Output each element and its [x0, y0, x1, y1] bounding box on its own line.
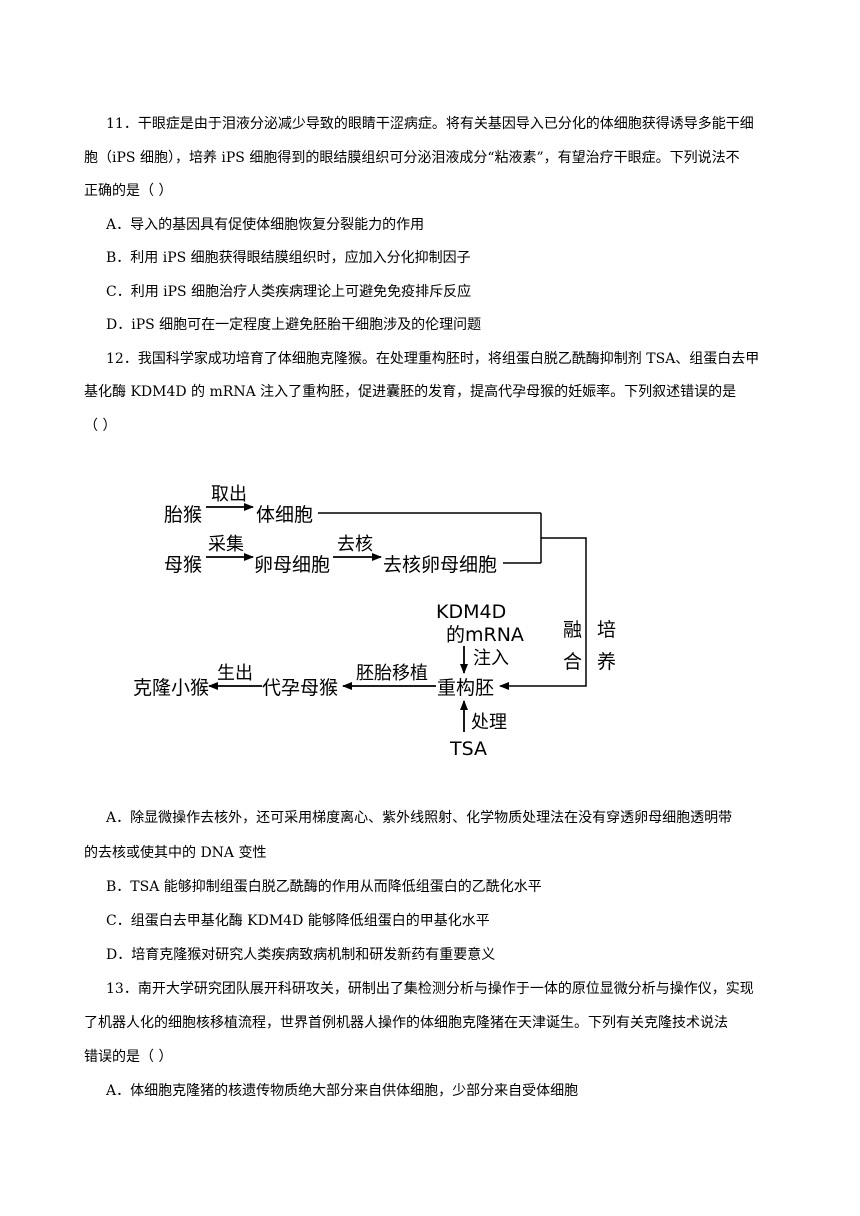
q13-stem-line-3: 错误的是（ ） — [84, 1049, 173, 1065]
label-oocyte: 卵母细胞 — [254, 554, 330, 576]
label-inject: 注入 — [473, 648, 509, 669]
label-tsa: TSA — [449, 738, 487, 760]
label-reconstructed-embryo: 重构胚 — [437, 677, 494, 699]
label-clone-monkey: 克隆小猴 — [133, 677, 209, 699]
q11-option-d: D．iPS 细胞可在一定程度上避免胚胎干细胞涉及的伦理问题 — [106, 317, 482, 333]
q13-stem-line-2: 了机器人化的细胞核移植流程，世界首例机器人操作的体细胞克隆猪在天津诞生。下列有关… — [84, 1015, 728, 1031]
label-kdm4d: KDM4D — [436, 601, 506, 623]
q12-option-d: D．培育克隆猴对研究人类疾病致病机制和研发新药有重要意义 — [106, 947, 496, 963]
q11-stem-line-3: 正确的是（ ） — [84, 183, 173, 199]
label-fuse-2: 合 — [563, 651, 582, 673]
cloning-flow-diagram: 胎猴 取出 体细胞 母猴 采集 卵母细胞 去核 去核卵母细胞 融 合 培 养 K… — [133, 484, 616, 760]
q13-option-a: A．体细胞克隆猪的核遗传物质绝大部分来自供体细胞，少部分来自受体细胞 — [106, 1083, 579, 1099]
label-fuse-1: 融 — [563, 619, 582, 641]
q12-stem-line-3: （ ） — [84, 418, 117, 434]
label-somatic-cell: 体细胞 — [256, 504, 313, 526]
label-embryo-transfer: 胚胎移植 — [356, 663, 428, 684]
label-fetal-monkey: 胎猴 — [164, 504, 202, 526]
label-take-out: 取出 — [211, 484, 247, 505]
label-surrogate: 代孕母猴 — [262, 677, 338, 699]
label-enucleated-oocyte: 去核卵母细胞 — [383, 554, 497, 576]
q12-option-a-line-1: A．除显微操作去核外，还可采用梯度离心、紫外线照射、化学物质处理法在没有穿透卵母… — [106, 810, 733, 826]
label-mrna: 的mRNA — [446, 624, 524, 646]
q12-option-a-line-2: 的去核或使其中的 DNA 变性 — [84, 845, 267, 861]
label-culture-2: 养 — [597, 651, 616, 673]
q12-option-c: C．组蛋白去甲基化酶 KDM4D 能够降低组蛋白的甲基化水平 — [106, 913, 490, 929]
label-enucleate: 去核 — [337, 534, 373, 555]
q12-option-b: B．TSA 能够抑制组蛋白脱乙酰酶的作用从而降低组蛋白的乙酰化水平 — [106, 879, 542, 895]
label-birth: 生出 — [217, 663, 253, 684]
q11-option-c: C．利用 iPS 细胞治疗人类疾病理论上可避免免疫排斥反应 — [106, 284, 472, 300]
arrow-to-reconstructed-embryo — [499, 537, 587, 690]
q12-stem-line-2: 基化酶 KDM4D 的 mRNA 注入了重构胚，促进囊胚的发育，提高代孕母猴的妊… — [84, 384, 737, 400]
q11-stem-line-1: 11．干眼症是由于泪液分泌减少导致的眼睛干涩病症。将有关基因导入已分化的体细胞获… — [106, 116, 754, 132]
q11-option-b: B．利用 iPS 细胞获得眼结膜组织时，应加入分化抑制因子 — [106, 250, 471, 266]
q13-stem-line-1: 13．南开大学研究团队展开科研攻关，研制出了集检测分析与操作于一体的原位显微分析… — [106, 981, 754, 997]
q11-stem-line-2: 胞（iPS 细胞），培养 iPS 细胞得到的眼结膜组织可分泌泪液成分“粘液素”，… — [84, 150, 740, 166]
q12-stem-line-1: 12．我国科学家成功培育了体细胞克隆猴。在处理重构胚时，将组蛋白脱乙酰酶抑制剂 … — [106, 351, 760, 367]
label-culture-1: 培 — [597, 619, 616, 641]
label-mother-monkey: 母猴 — [164, 554, 202, 576]
label-treat: 处理 — [471, 712, 507, 733]
q11-option-a: A．导入的基因具有促使体细胞恢复分裂能力的作用 — [106, 217, 425, 233]
label-collect: 采集 — [208, 534, 244, 555]
